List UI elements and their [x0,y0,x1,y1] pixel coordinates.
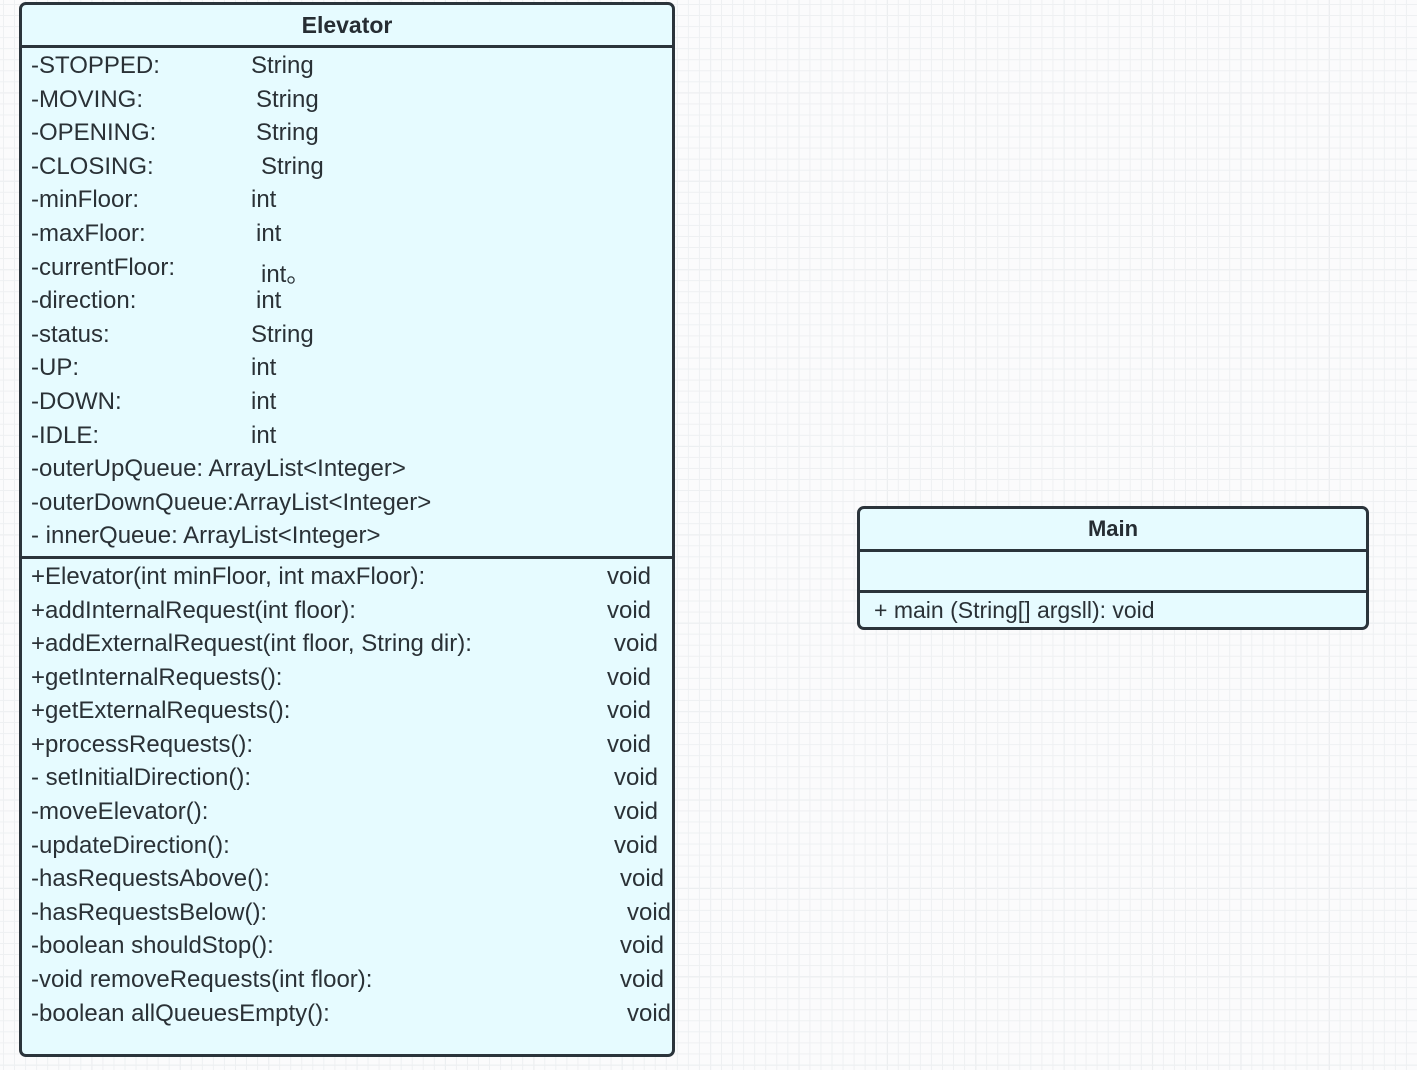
method-row: -void removeRequests(int floor): void [22,966,672,1000]
method-return-type: void [620,932,665,960]
attribute-row: -minFloor: int [22,186,672,220]
class-box-main[interactable]: Main + main (String[] argsll): void [857,506,1369,630]
attribute-row: -currentFloor: int。 [22,254,672,288]
class-name-elevator: Elevator [22,5,672,48]
method-row: +processRequests(): void [22,731,672,765]
method-row: -boolean allQueuesEmpty(): void [22,1000,672,1034]
attribute-name: -UP: [31,354,79,382]
method-signature: +addExternalRequest(int floor, String di… [31,630,472,658]
attribute-row: -outerUpQueue: ArrayList<Integer> [22,455,672,489]
attribute-row: -outerDownQueue:ArrayList<Integer> [22,489,672,523]
method-signature: +Elevator(int minFloor, int maxFloor): [31,562,426,590]
attribute-row: -STOPPED: String [22,52,672,86]
method-row: +getInternalRequests(): void [22,664,672,698]
attribute-row: -IDLE: int [22,422,672,456]
attribute-type: String [261,152,324,180]
method-row: +Elevator(int minFloor, int maxFloor): v… [22,563,672,597]
method-return-type: void [607,562,652,590]
method-signature: -boolean allQueuesEmpty(): [31,999,330,1027]
class-box-elevator[interactable]: Elevator -STOPPED: String -MOVING: Strin… [19,2,675,1057]
class-name-main: Main [860,509,1366,552]
attribute-name: -DOWN: [31,387,122,415]
method-row: - setInitialDirection(): void [22,764,672,798]
attribute-row: -CLOSING: String [22,153,672,187]
methods-compartment-main: + main (String[] argsll): void [860,590,1366,627]
method-signature: +getInternalRequests(): [31,663,283,691]
method-return-type: void [614,831,659,859]
method-return-type: void [607,596,652,624]
method-return-type: void [620,966,665,994]
attribute-type: int [251,186,277,214]
method-return-type: void [614,764,659,792]
attribute-type: String [251,320,314,348]
method-row: +getExternalRequests(): void [22,697,672,731]
attribute-type: int [256,219,282,247]
attribute-name: -OPENING: [31,119,157,147]
method-return-type: void [620,865,665,893]
attribute-type: int [251,354,277,382]
method-signature: +processRequests(): [31,730,254,758]
attribute-name: -STOPPED: [31,52,160,79]
attribute-row: -direction: int [22,287,672,321]
attribute-name: -MOVING: [31,85,143,113]
attribute-name: - innerQueue: ArrayList<Integer> [31,522,381,550]
method-row: -moveElevator(): void [22,798,672,832]
attribute-name: -status: [31,320,110,348]
method-signature: -updateDirection(): [31,831,230,859]
attribute-type: int [251,387,277,415]
method-signature: -void removeRequests(int floor): [31,966,373,994]
method-return-type: void [627,898,672,926]
attribute-type: String [256,85,319,113]
attribute-type: String [256,119,319,147]
attribute-name: -direction: [31,287,137,315]
method-signature: - setInitialDirection(): [31,764,252,792]
attribute-row: -maxFloor: int [22,220,672,254]
method-return-type: void [614,798,659,826]
method-row: + main (String[] argsll): void [860,593,1366,627]
attribute-row: - innerQueue: ArrayList<Integer> [22,522,672,556]
method-signature: +getExternalRequests(): [31,697,291,725]
methods-compartment-elevator: +Elevator(int minFloor, int maxFloor): v… [22,555,672,1034]
method-row: -updateDirection(): void [22,832,672,866]
attribute-row: -DOWN: int [22,388,672,422]
method-signature: + main (String[] argsll): void [874,597,1155,623]
attribute-row: -UP: int [22,354,672,388]
attribute-name: -currentFloor: [31,253,176,281]
attribute-name: -outerDownQueue:ArrayList<Integer> [31,488,432,516]
method-signature: -hasRequestsAbove(): [31,865,270,893]
method-return-type: void [614,630,659,658]
attributes-compartment-elevator: -STOPPED: String -MOVING: String -OPENIN… [22,48,672,556]
attribute-name: -CLOSING: [31,152,154,180]
method-return-type: void [607,730,652,758]
method-row: -boolean shouldStop(): void [22,932,672,966]
method-signature: -boolean shouldStop(): [31,932,274,960]
method-return-type: void [627,999,672,1027]
attribute-name: -maxFloor: [31,219,146,247]
attribute-type: int。 [261,260,311,288]
attribute-name: -IDLE: [31,421,100,449]
attribute-row: -OPENING: String [22,119,672,153]
attributes-compartment-main [860,552,1366,590]
method-signature: -moveElevator(): [31,798,209,826]
method-return-type: void [607,663,652,691]
method-signature: -hasRequestsBelow(): [31,898,268,926]
method-return-type: void [607,697,652,725]
attribute-type: String [251,52,314,79]
attribute-name: -minFloor: [31,186,140,214]
attribute-name: -outerUpQueue: ArrayList<Integer> [31,455,406,483]
method-row: -hasRequestsAbove(): void [22,865,672,899]
method-row: -hasRequestsBelow(): void [22,899,672,933]
attribute-type: int [256,287,282,315]
method-row: +addInternalRequest(int floor): void [22,597,672,631]
method-row: +addExternalRequest(int floor, String di… [22,630,672,664]
attribute-type: int [251,421,277,449]
attribute-row: -MOVING: String [22,86,672,120]
method-signature: +addInternalRequest(int floor): [31,596,356,624]
attribute-row: -status: String [22,321,672,355]
